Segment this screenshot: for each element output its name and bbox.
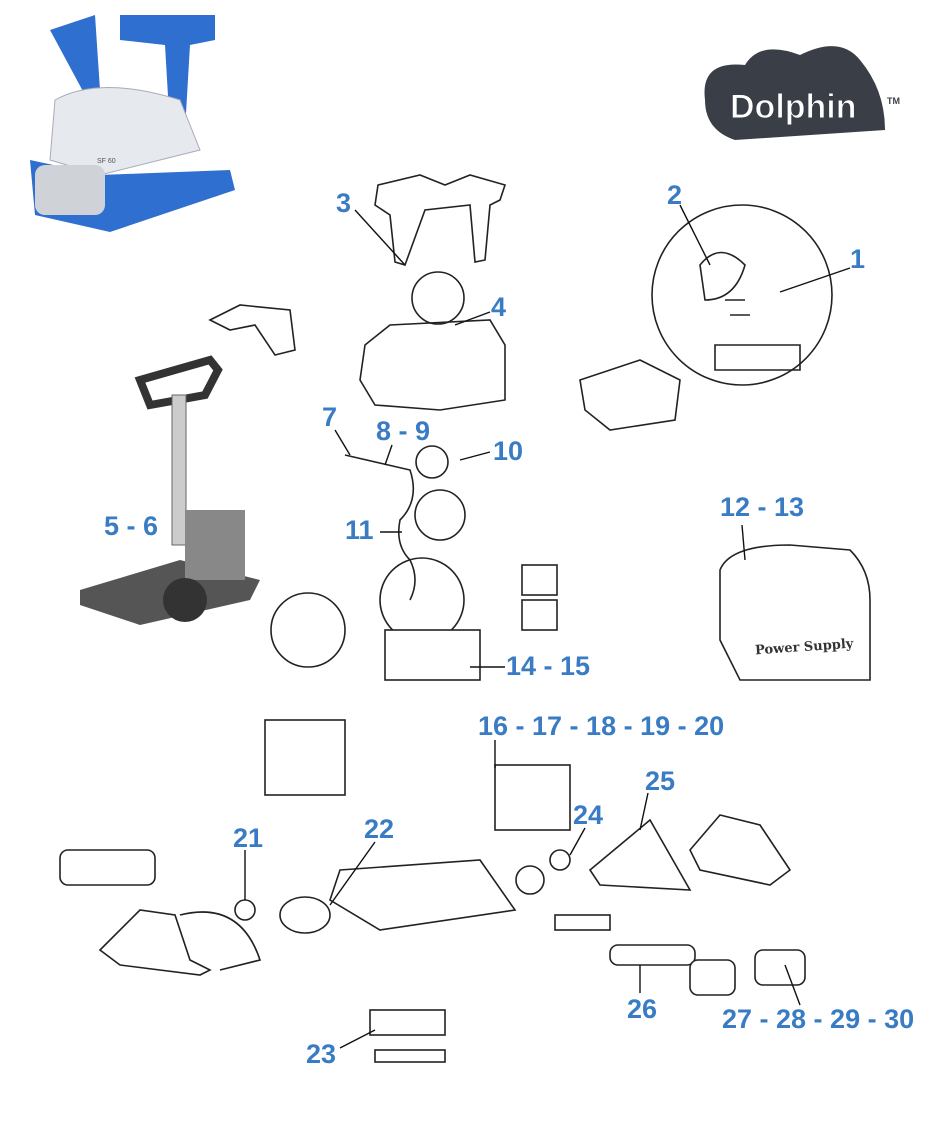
detail-circle [414, 489, 466, 541]
roller-part [609, 944, 696, 966]
part-label-11: 11 [345, 515, 374, 545]
detail-circle [415, 445, 449, 479]
part-label-24: 24 [573, 800, 604, 830]
impeller-part [369, 1009, 446, 1036]
bottom-plate-part [374, 1049, 446, 1063]
motor-detail-lines [699, 251, 801, 371]
part-label-2: 2 [667, 180, 683, 210]
filter-part [264, 719, 346, 796]
caddy-part [80, 355, 260, 625]
bearing-part [234, 899, 256, 921]
clip-part [521, 599, 558, 631]
caddy-cover-part [208, 304, 296, 356]
part-label-5-6: 5 - 6 [104, 511, 159, 541]
detail-circle [411, 271, 465, 325]
bearing-part [549, 849, 571, 871]
side-panel-part [689, 814, 792, 886]
body-part [329, 859, 517, 931]
clip-part [521, 564, 558, 596]
part-label-26: 26 [627, 994, 658, 1024]
side-panel-part [98, 909, 212, 976]
part-label-16-20: 16 - 17 - 18 - 19 - 20 [478, 711, 725, 741]
part-label-14-15: 14 - 15 [506, 651, 591, 681]
part-label-25: 25 [645, 766, 676, 796]
logo-text: Dolphin [730, 88, 858, 127]
brush-part [59, 849, 156, 886]
part-label-10: 10 [493, 436, 524, 466]
filter-part [494, 764, 571, 831]
motor-unit-part [384, 629, 481, 681]
track-part [179, 911, 262, 971]
pulley-part [279, 896, 331, 934]
power-supply-part [719, 544, 871, 681]
part-label-3: 3 [336, 188, 352, 218]
leader-lines [244, 204, 851, 1049]
part-label-8-9: 8 - 9 [376, 416, 431, 446]
bracket-part [554, 914, 611, 931]
part-label-1: 1 [850, 244, 866, 274]
part-label-27-30: 27 - 28 - 29 - 30 [722, 1004, 915, 1034]
part-label-4: 4 [491, 292, 507, 322]
detail-circle-motor [651, 204, 833, 386]
detail-circle [270, 592, 346, 668]
track-part [588, 818, 692, 891]
side-cover-part [579, 359, 681, 431]
dolphin-logo [704, 46, 885, 140]
part-label-21: 21 [233, 823, 264, 853]
part-label-7: 7 [322, 402, 338, 432]
part-label-23: 23 [306, 1039, 337, 1069]
part-label-12-13: 12 - 13 [720, 492, 805, 522]
model-badge: SF 60 [97, 158, 116, 165]
gear-part [515, 865, 545, 895]
top-cover-part [359, 319, 506, 411]
brush-part [689, 959, 736, 996]
robot-photo [30, 15, 235, 232]
brush-part [754, 949, 806, 986]
part-label-22: 22 [364, 814, 395, 844]
cable-part [344, 454, 416, 601]
handle-part [374, 174, 507, 266]
trademark: TM [887, 96, 900, 106]
